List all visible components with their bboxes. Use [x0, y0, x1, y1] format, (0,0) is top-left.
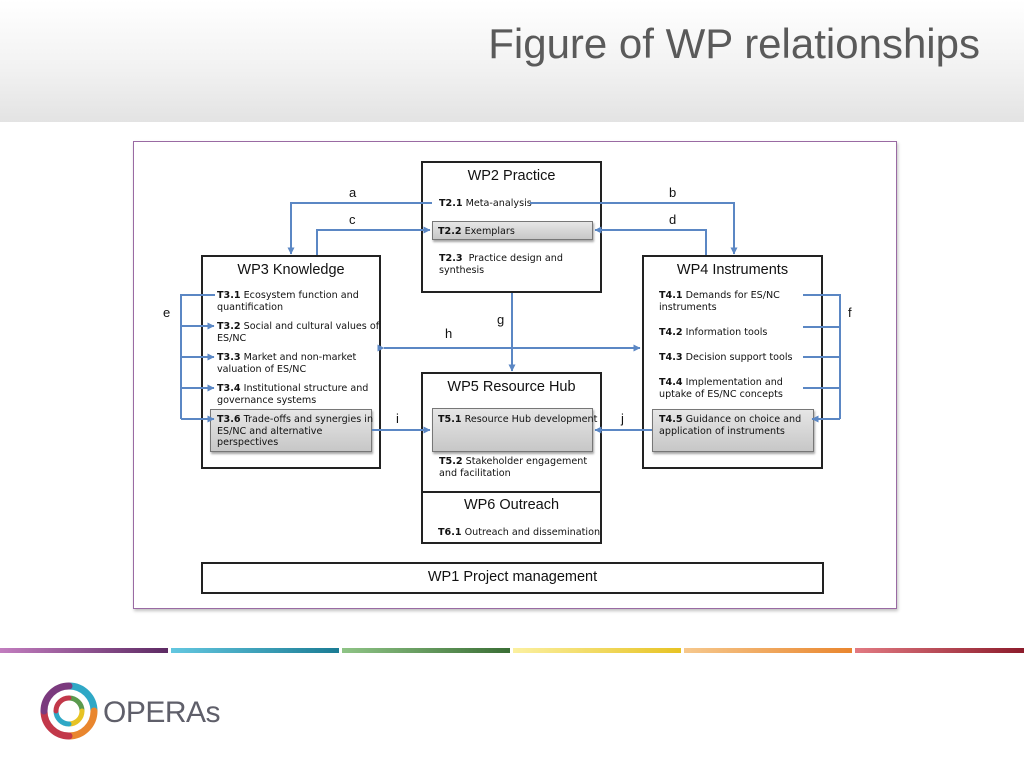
arrow-label-f: f	[848, 305, 852, 320]
arrow-label-b: b	[669, 185, 677, 200]
footer-stripe-purple	[0, 648, 168, 653]
task-t6-1: T6.1 Outreach and dissemination	[438, 527, 601, 538]
task-t2-1: T2.1 Meta-analysis	[439, 198, 532, 209]
footer-stripe-orange	[684, 648, 852, 653]
arrow-label-a: a	[349, 185, 357, 200]
arrow-b	[530, 202, 738, 255]
task-t5-1: T5.1 Resource Hub development	[438, 414, 598, 425]
arrow-label-i: i	[396, 411, 399, 426]
wp5-wp6-divider	[421, 491, 602, 493]
operas-brand-name: OPERAs	[103, 696, 221, 729]
arrow-label-j: j	[621, 411, 624, 426]
task-t4-2: T4.2 Information tools	[659, 327, 768, 338]
arrow-label-g: g	[497, 312, 505, 327]
wp4-title: WP4 Instruments	[676, 262, 789, 278]
arrow-label-c: c	[349, 212, 356, 227]
wp1-title: WP1 Project management	[427, 569, 598, 585]
task-t4-5-highlight	[652, 409, 814, 452]
arrow-label-e: e	[163, 305, 171, 320]
arrow-c	[316, 226, 431, 255]
wp3-title: WP3 Knowledge	[237, 262, 345, 278]
wp6-title: WP6 Outreach	[463, 497, 560, 513]
arrow-label-h: h	[445, 326, 453, 341]
footer-stripe-green	[342, 648, 510, 653]
wp5-resource-hub-box: WP5 Resource Hub	[421, 372, 602, 544]
arrow-e-bracket	[180, 294, 215, 419]
footer-stripe-blue	[171, 648, 339, 653]
arrow-d	[594, 226, 707, 255]
arrow-label-d: d	[669, 212, 677, 227]
wp5-title: WP5 Resource Hub	[447, 379, 576, 395]
task-t3-6-highlight	[210, 409, 372, 452]
slide-header: Figure of WP relationships	[0, 0, 1024, 122]
footer-stripe-red	[855, 648, 1024, 653]
arrow-a	[287, 202, 432, 255]
wp2-title: WP2 Practice	[467, 168, 556, 184]
task-t2-2: T2.2 Exemplars	[438, 226, 515, 237]
task-t2-2-highlight	[432, 221, 593, 240]
slide-title: Figure of WP relationships	[488, 20, 980, 67]
footer-stripe-yellow	[513, 648, 681, 653]
wp1-project-management-box: WP1 Project management	[201, 562, 824, 594]
task-t5-1-highlight	[432, 408, 593, 452]
arrow-f-bracket	[803, 294, 841, 419]
task-t4-3: T4.3 Decision support tools	[659, 352, 793, 363]
operas-logo-icon	[40, 682, 98, 740]
